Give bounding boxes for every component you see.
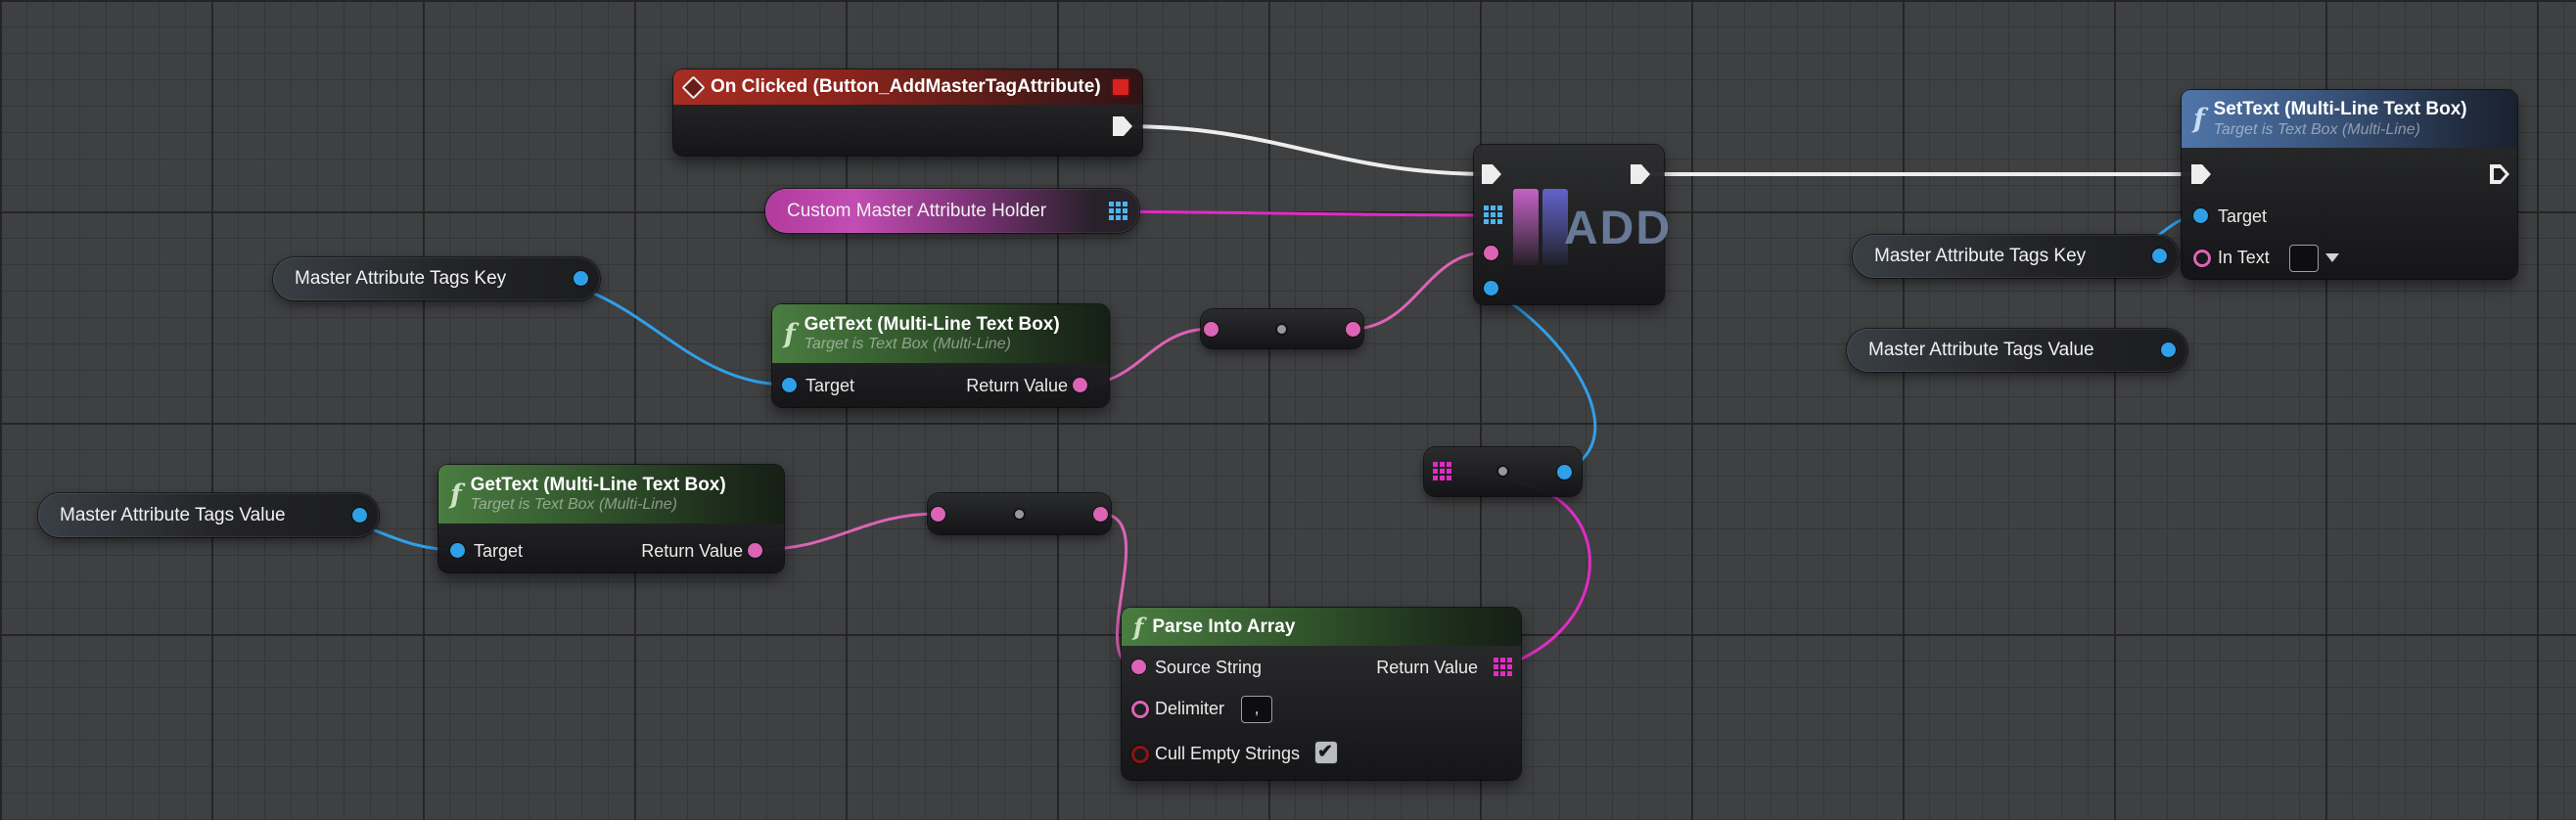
reroute-dot-icon [1498,467,1507,476]
variable-pill-custom-master-attribute-holder[interactable]: Custom Master Attribute Holder [765,189,1139,233]
reroute-dot-icon [1015,510,1024,519]
reroute-dot-icon [1277,325,1286,334]
wire-reroute-to-add-key[interactable] [1351,251,1488,331]
variable-label: Master Attribute Tags Value [1868,340,2094,360]
target-in-pin[interactable] [2193,208,2208,223]
conversion-node-array[interactable] [1424,447,1582,496]
object-out-pin[interactable] [352,508,367,523]
object-out-pin[interactable] [2161,342,2176,357]
map-out-pin[interactable] [1109,202,1127,220]
node-title: Parse Into Array [1152,615,1296,637]
object-out-pin[interactable] [2152,249,2167,263]
node-subtitle: Target is Text Box (Multi-Line) [470,496,677,514]
map-in-pin[interactable] [1484,205,1502,224]
source-string-label: Source String [1155,658,1263,677]
variable-pill-master-attribute-tags-value-left[interactable]: Master Attribute Tags Value [38,493,379,537]
value-in-pin[interactable] [1484,281,1498,296]
return-value-out-pin[interactable] [1073,378,1087,392]
node-subtitle: Target is Text Box (Multi-Line) [804,336,1011,353]
node-title: GetText (Multi-Line Text Box) [470,474,726,495]
target-in-pin[interactable] [450,543,465,558]
cull-empty-strings-checkbox[interactable] [1314,741,1338,764]
target-label: Target [2218,206,2268,226]
in-text-pin[interactable] [2193,250,2211,267]
object-out-pin[interactable] [574,271,588,286]
node-title: SetText (Multi-Line Text Box) [2213,99,2467,120]
return-value-label: Return Value [966,376,1068,395]
function-icon: f [784,318,796,349]
key-in-pin[interactable] [1484,246,1498,260]
array-in-pin[interactable] [1433,462,1451,480]
variable-label: Master Attribute Tags Value [60,504,286,525]
exec-out-pin[interactable] [2490,164,2509,184]
function-icon: f [1133,612,1144,641]
cull-empty-strings-in-pin[interactable] [1131,746,1149,763]
in-text-dropdown-icon[interactable] [2325,253,2339,262]
event-icon [681,74,706,100]
conversion-node-upper[interactable] [1201,309,1363,348]
exec-in-pin[interactable] [1482,164,1501,184]
cull-empty-strings-label: Cull Empty Strings [1155,744,1301,763]
node-title: On Clicked (Button_AddMasterTagAttribute… [711,76,1101,97]
node-subtitle: Target is Text Box (Multi-Line) [2213,120,2420,138]
delimiter-label: Delimiter [1155,699,1225,718]
in-pin[interactable] [931,507,945,522]
node-gettext-key[interactable]: f GetText (Multi-Line Text Box) Target i… [772,304,1109,407]
out-pin[interactable] [1346,322,1360,337]
node-settext[interactable]: f SetText (Multi-Line Text Box) Target i… [2182,90,2517,279]
map-value-colorbar [1542,189,1568,265]
delimiter-in-pin[interactable] [1131,701,1149,718]
function-icon: f [450,478,462,510]
wire-conversion-to-add-value[interactable] [1486,288,1597,474]
exec-in-pin[interactable] [2191,164,2211,184]
target-label: Target [474,541,524,561]
out-pin[interactable] [1093,507,1108,522]
return-value-label: Return Value [641,541,743,561]
map-key-colorbar [1513,189,1539,265]
return-value-out-pin[interactable] [1494,658,1512,676]
target-label: Target [805,376,855,395]
delimiter-input[interactable]: , [1241,696,1272,723]
exec-out-pin[interactable] [1113,116,1132,136]
in-pin[interactable] [1204,322,1219,337]
variable-label: Master Attribute Tags Key [1874,246,2087,266]
node-title: GetText (Multi-Line Text Box) [804,313,1060,335]
return-value-out-pin[interactable] [748,543,762,558]
out-pin[interactable] [1557,465,1572,479]
variable-label: Custom Master Attribute Holder [787,200,1047,221]
exec-out-pin[interactable] [1631,164,1650,184]
node-map-add[interactable]: ADD [1474,145,1670,304]
return-value-label: Return Value [1376,658,1478,677]
node-on-clicked-event[interactable]: On Clicked (Button_AddMasterTagAttribute… [673,69,1142,156]
variable-pill-master-attribute-tags-key-right[interactable]: Master Attribute Tags Key [1853,235,2179,278]
conversion-node-lower[interactable] [928,493,1111,534]
variable-pill-master-attribute-tags-value-right[interactable]: Master Attribute Tags Value [1847,329,2187,372]
variable-pill-master-attribute-tags-key-left[interactable]: Master Attribute Tags Key [273,257,600,300]
source-string-in-pin[interactable] [1131,660,1146,674]
node-gettext-value[interactable]: f GetText (Multi-Line Text Box) Target i… [438,465,784,572]
in-text-input[interactable] [2289,245,2319,272]
node-parse-into-array[interactable]: f Parse Into Array Source String Return … [1122,608,1521,780]
target-in-pin[interactable] [782,378,797,392]
delegate-pin-icon[interactable] [1111,77,1130,97]
function-icon: f [2193,104,2205,134]
wire-exec-onclicked-to-add[interactable] [1121,124,1494,176]
variable-label: Master Attribute Tags Key [295,268,507,289]
in-text-label: In Text [2218,248,2270,267]
add-watermark: ADD [1564,203,1672,254]
